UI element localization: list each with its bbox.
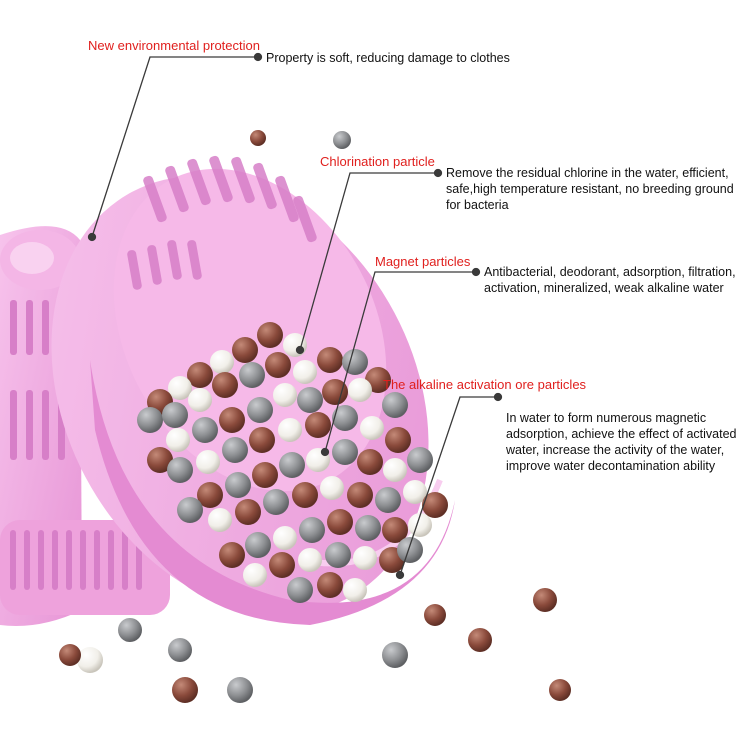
ball (375, 487, 401, 513)
ball (382, 642, 408, 668)
ball (172, 677, 198, 703)
ball (343, 578, 367, 602)
ball (347, 482, 373, 508)
ball (243, 563, 267, 587)
ball (196, 450, 220, 474)
ball (227, 677, 253, 703)
ball (187, 362, 213, 388)
annotation-desc-environmental: Property is soft, reducing damage to clo… (266, 51, 510, 65)
ball (252, 462, 278, 488)
ball (298, 548, 322, 572)
ball (212, 372, 238, 398)
ball (422, 492, 448, 518)
ball (249, 427, 275, 453)
ball (305, 412, 331, 438)
annotation-title-chlorination: Chlorination particle (320, 154, 435, 169)
leader-lines (87, 52, 503, 580)
ball (348, 378, 372, 402)
ball (166, 428, 190, 452)
ball (360, 416, 384, 440)
ball (397, 537, 423, 563)
ball (299, 517, 325, 543)
ball (383, 458, 407, 482)
ball (235, 499, 261, 525)
ball (239, 362, 265, 388)
ball (192, 417, 218, 443)
ball (549, 679, 571, 701)
ball (325, 542, 351, 568)
annotation-desc-alkaline: In water to form numerous magnetic adsor… (506, 411, 737, 473)
ball (342, 349, 368, 375)
ball (382, 517, 408, 543)
ball (59, 644, 81, 666)
ball (177, 497, 203, 523)
annotation-desc-chlorination: Remove the residual chlorine in the wate… (446, 166, 734, 212)
annotation-title-magnet: Magnet particles (375, 254, 471, 269)
ball (77, 647, 103, 673)
ball (357, 449, 383, 475)
ball (327, 509, 353, 535)
ball (533, 588, 557, 612)
ball (147, 447, 173, 473)
ball (292, 482, 318, 508)
ball (250, 130, 266, 146)
ball (332, 405, 358, 431)
ball (424, 604, 446, 626)
ball (219, 542, 245, 568)
ball (245, 532, 271, 558)
ball (293, 360, 317, 384)
ball (332, 439, 358, 465)
ball (408, 513, 432, 537)
ceramic-balls (59, 130, 571, 703)
ball (278, 418, 302, 442)
ball (297, 387, 323, 413)
ball (168, 376, 192, 400)
ball (468, 628, 492, 652)
ball (353, 546, 377, 570)
ball (247, 397, 273, 423)
ball (208, 508, 232, 532)
ball (137, 407, 163, 433)
ball (317, 347, 343, 373)
ball (317, 572, 343, 598)
ball (232, 337, 258, 363)
ball (385, 427, 411, 453)
ball (287, 577, 313, 603)
ball (279, 452, 305, 478)
ball (118, 618, 142, 642)
ball (365, 367, 391, 393)
ball (322, 379, 348, 405)
ball (382, 392, 408, 418)
ball (265, 352, 291, 378)
ball (273, 383, 297, 407)
ball (225, 472, 251, 498)
ball (162, 402, 188, 428)
ball (219, 407, 245, 433)
ball (355, 515, 381, 541)
annotation-title-alkaline: The alkaline activation ore particles (383, 377, 587, 392)
ball (263, 489, 289, 515)
ball (320, 476, 344, 500)
ball (269, 552, 295, 578)
ball (197, 482, 223, 508)
annotation-desc-magnet: Antibacterial, deodorant, adsorption, fi… (484, 265, 736, 295)
annotation-title-environmental: New environmental protection (88, 38, 260, 53)
ball (257, 322, 283, 348)
ball (333, 131, 351, 149)
ball (210, 350, 234, 374)
ball (168, 638, 192, 662)
ball (188, 388, 212, 412)
ball (222, 437, 248, 463)
ball (167, 457, 193, 483)
ball (273, 526, 297, 550)
ball (407, 447, 433, 473)
ball (403, 480, 427, 504)
